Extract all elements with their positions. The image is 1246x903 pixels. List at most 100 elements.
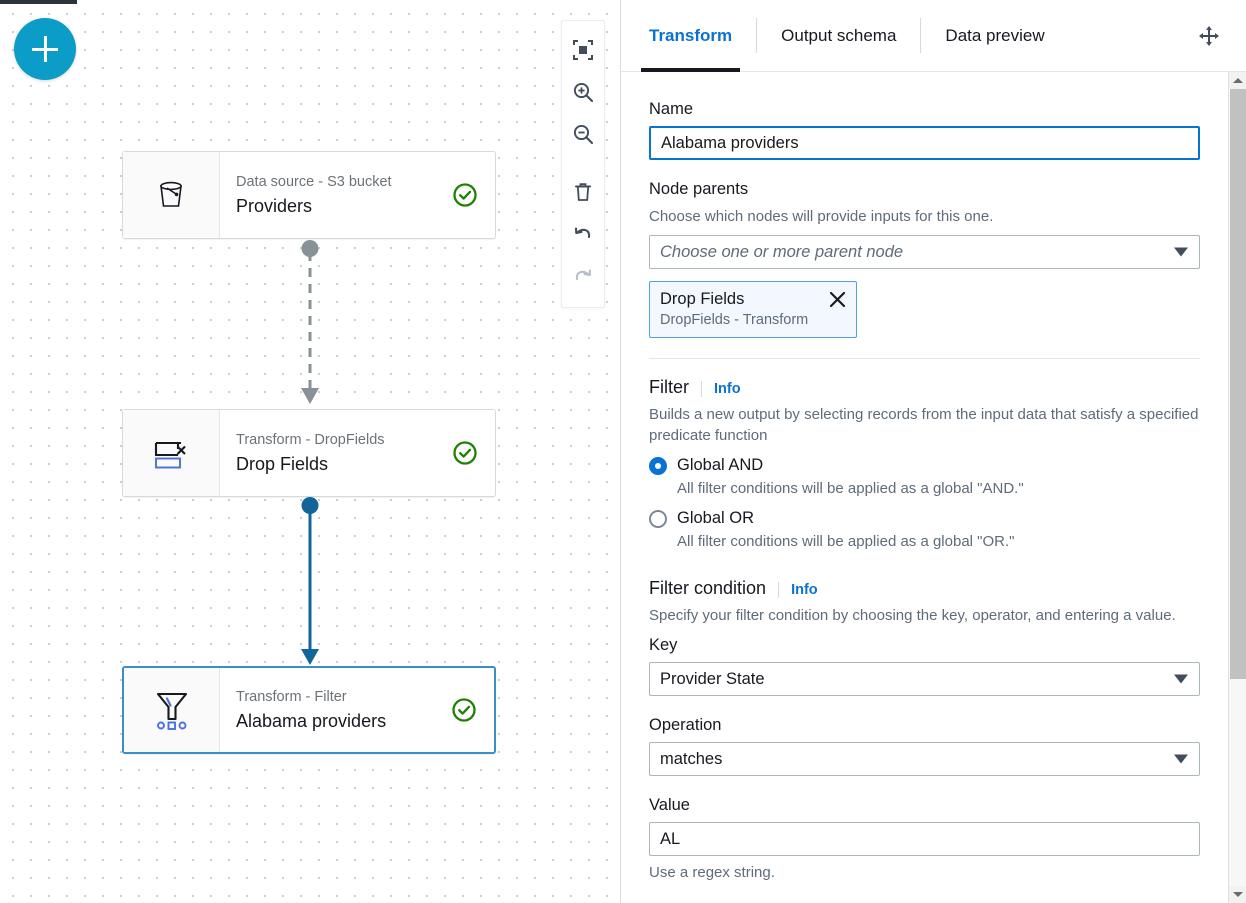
- check-circle-icon: [452, 698, 476, 722]
- filter-section-title: Filter: [649, 377, 689, 397]
- node-parents-select[interactable]: Choose one or more parent node: [649, 235, 1200, 269]
- section-divider: [649, 358, 1200, 359]
- radio-global-or[interactable]: Global OR: [649, 507, 1200, 529]
- connector-dropfields-to-filter[interactable]: [293, 497, 327, 667]
- filter-condition-title: Filter condition: [649, 578, 767, 598]
- operation-label: Operation: [649, 716, 722, 734]
- node-icon-cell: [123, 410, 220, 496]
- radio-global-and-input[interactable]: [649, 457, 667, 475]
- tab-output-schema[interactable]: Output schema: [781, 25, 897, 45]
- node-drop-fields[interactable]: Transform - DropFields Drop Fields: [122, 409, 496, 497]
- node-body: Transform - Filter Alabama providers: [220, 668, 494, 752]
- expand-icon: [1199, 25, 1219, 46]
- name-label: Name: [649, 100, 694, 118]
- radio-global-or-description: All filter conditions will be applied as…: [677, 533, 1015, 550]
- fit-to-screen-button[interactable]: [563, 29, 603, 71]
- node-text: Transform - Filter Alabama providers: [236, 687, 440, 733]
- node-status-valid: [450, 696, 478, 724]
- selected-parent-subtitle: DropFields - Transform: [660, 312, 809, 328]
- expand-panel-button[interactable]: [1194, 0, 1224, 71]
- key-label: Key: [649, 636, 678, 654]
- etl-graph-canvas[interactable]: Data source - S3 bucket Providers: [0, 0, 620, 903]
- tab-data-preview[interactable]: Data preview: [945, 25, 1045, 45]
- connector-arrowhead: [301, 649, 319, 665]
- spacer: [649, 776, 1200, 794]
- filter-funnel-icon: [156, 692, 187, 730]
- filter-description: Builds a new output by selecting records…: [649, 406, 1199, 444]
- redo-button[interactable]: [563, 255, 603, 297]
- node-providers[interactable]: Data source - S3 bucket Providers: [122, 151, 496, 239]
- node-title: Providers: [236, 196, 313, 216]
- radio-global-or-input[interactable]: [649, 510, 667, 528]
- filter-section-header: Filter Info: [649, 377, 1200, 398]
- scroll-up-button[interactable]: [1228, 72, 1246, 89]
- node-text: Transform - DropFields Drop Fields: [236, 430, 441, 476]
- chevron-up-icon: [1232, 78, 1243, 83]
- node-status-valid: [451, 181, 479, 209]
- plus-icon-vertical: [43, 36, 47, 62]
- zoom-out-button[interactable]: [563, 113, 603, 155]
- filter-condition-info-link[interactable]: Info: [778, 582, 818, 598]
- radio-global-and[interactable]: Global AND: [649, 454, 1200, 476]
- check-circle-icon: [453, 441, 477, 465]
- connector-arrowhead: [301, 388, 319, 404]
- scrollbar-track[interactable]: [1228, 89, 1246, 886]
- s3-bucket-icon: [160, 181, 182, 207]
- horizontal-scrollbar-thumb[interactable]: [0, 0, 77, 4]
- spacer: [649, 552, 1200, 578]
- add-node-button[interactable]: [14, 18, 76, 80]
- trash-icon: [575, 183, 591, 201]
- tab-transform[interactable]: Transform: [625, 0, 756, 72]
- node-icon-cell: [124, 668, 220, 752]
- spacer: [649, 696, 1200, 714]
- connector-source-dot: [301, 240, 319, 257]
- node-parents-description: Choose which nodes will provide inputs f…: [649, 208, 994, 225]
- connector-providers-to-dropfields[interactable]: [293, 240, 327, 406]
- tab-divider: [756, 18, 758, 53]
- panel-content: Name Node parents Choose which nodes wil…: [621, 72, 1246, 903]
- scrollbar-thumb[interactable]: [1229, 89, 1246, 679]
- name-input[interactable]: [649, 126, 1200, 160]
- key-select[interactable]: Provider State: [649, 662, 1200, 696]
- node-subtitle: Data source - S3 bucket: [236, 174, 392, 190]
- node-text: Data source - S3 bucket Providers: [236, 172, 441, 218]
- node-title: Drop Fields: [236, 454, 329, 474]
- drop-fields-icon: [154, 441, 186, 469]
- zoom-out-icon: [573, 124, 594, 145]
- radio-global-and-description: All filter conditions will be applied as…: [677, 480, 1024, 497]
- operation-select-wrap: matches: [649, 742, 1200, 776]
- panel-tabs: Transform Output schema Data preview: [621, 0, 1246, 72]
- value-input[interactable]: [649, 822, 1200, 856]
- fit-to-screen-icon: [573, 40, 593, 60]
- remove-parent-button[interactable]: [826, 288, 848, 310]
- zoom-in-button[interactable]: [563, 71, 603, 113]
- connector-line-solid: [308, 509, 312, 653]
- chevron-down-icon: [1232, 892, 1243, 897]
- operation-select[interactable]: matches: [649, 742, 1200, 776]
- filter-condition-header: Filter condition Info: [649, 578, 1200, 599]
- value-label: Value: [649, 796, 690, 814]
- horizontal-scrollbar[interactable]: [0, 0, 620, 5]
- connector-line-dashed: [308, 252, 312, 392]
- node-subtitle: Transform - DropFields: [236, 432, 385, 448]
- undo-button[interactable]: [563, 213, 603, 255]
- scroll-down-button[interactable]: [1228, 886, 1246, 903]
- node-status-valid: [451, 439, 479, 467]
- node-body: Data source - S3 bucket Providers: [220, 152, 495, 238]
- selected-parent-title: Drop Fields: [660, 290, 745, 308]
- tab-divider: [920, 18, 922, 53]
- node-subtitle: Transform - Filter: [236, 689, 347, 705]
- check-circle-icon: [453, 183, 477, 207]
- node-icon-cell: [123, 152, 220, 238]
- spacer: [649, 269, 1200, 281]
- delete-node-button[interactable]: [563, 171, 603, 213]
- node-title: Alabama providers: [236, 711, 387, 731]
- panel-vertical-scrollbar[interactable]: [1228, 72, 1246, 903]
- node-alabama-providers[interactable]: Transform - Filter Alabama providers: [122, 666, 496, 754]
- radio-global-or-label: Global OR: [677, 509, 755, 527]
- radio-dot: [655, 463, 661, 469]
- filter-info-link[interactable]: Info: [701, 381, 741, 397]
- selected-parent-token: Drop Fields DropFields - Transform: [649, 281, 857, 338]
- undo-icon: [574, 227, 591, 239]
